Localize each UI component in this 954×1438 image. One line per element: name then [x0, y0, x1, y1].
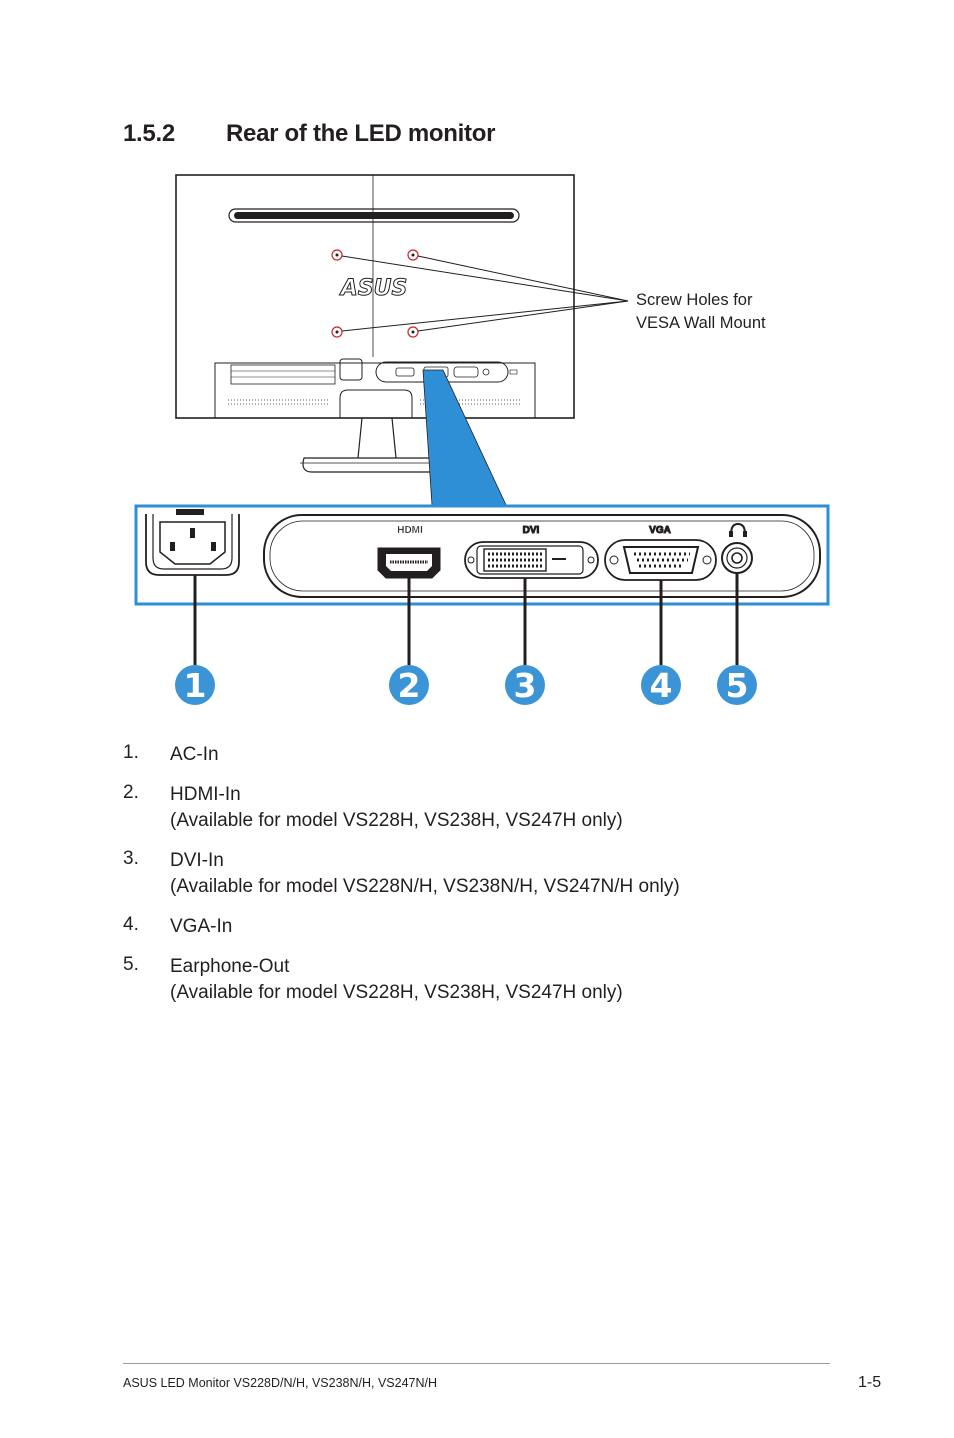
vga-label: VGA	[649, 525, 671, 536]
number-markers: 1 2 3 4 5	[175, 665, 757, 705]
hdmi-label: HDMI	[397, 525, 423, 536]
item-number: 2.	[123, 782, 139, 803]
page-number: 1-5	[858, 1374, 882, 1391]
monitor-rear-diagram: ASUS HDMI	[134, 174, 830, 705]
footer-divider	[123, 1363, 830, 1364]
item-label: HDMI-In	[170, 784, 241, 805]
marker-2-text: 2	[398, 666, 421, 705]
marker-1: 1	[175, 665, 215, 705]
dvi-label: DVI	[523, 525, 540, 536]
vga-port	[604, 539, 717, 581]
marker-4-text: 4	[650, 666, 673, 705]
list-item: 1. AC-In	[123, 742, 680, 768]
item-number: 4.	[123, 914, 139, 935]
marker-5-text: 5	[726, 666, 749, 705]
hdmi-port	[377, 547, 441, 579]
port-list: 1. AC-In 2. HDMI-In (Available for model…	[123, 742, 680, 1020]
marker-3-text: 3	[514, 666, 537, 705]
section-number: 1.5.2	[123, 120, 175, 147]
callout-leaders	[341, 255, 629, 332]
item-label: DVI-In	[170, 850, 224, 871]
list-item: 3. DVI-In (Available for model VS228N/H,…	[123, 848, 680, 900]
item-label: AC-In	[170, 744, 219, 765]
marker-leaders	[193, 573, 739, 665]
section-heading: 1.5.2 Rear of the LED monitor	[123, 120, 495, 148]
list-item: 5. Earphone-Out (Available for model VS2…	[123, 954, 680, 1006]
marker-3: 3	[505, 665, 545, 705]
zoom-projection	[422, 369, 507, 506]
list-item: 2. HDMI-In (Available for model VS228H, …	[123, 782, 680, 834]
section-title: Rear of the LED monitor	[226, 120, 496, 147]
item-label: Earphone-Out	[170, 956, 290, 977]
screw-holes	[331, 249, 419, 338]
item-note: (Available for model VS228N/H, VS238N/H,…	[170, 876, 680, 897]
headphone-icon	[729, 522, 747, 537]
marker-1-text: 1	[184, 666, 207, 705]
zoom-frame	[134, 504, 830, 606]
footer-title: ASUS LED Monitor VS228D/N/H, VS238N/H, V…	[123, 1376, 438, 1390]
item-number: 1.	[123, 742, 139, 763]
marker-5: 5	[717, 665, 757, 705]
marker-4: 4	[641, 665, 681, 705]
ac-inlet	[145, 509, 240, 576]
item-number: 5.	[123, 954, 139, 975]
item-label: VGA-In	[170, 916, 233, 937]
io-panel: HDMI DVI VGA	[263, 514, 821, 598]
monitor-back	[175, 174, 575, 473]
item-number: 3.	[123, 848, 139, 869]
vesa-callout: Screw Holes for VESA Wall Mount	[636, 291, 766, 332]
dvi-port	[464, 541, 599, 579]
item-note: (Available for model VS228H, VS238H, VS2…	[170, 810, 623, 831]
item-note: (Available for model VS228H, VS238H, VS2…	[170, 982, 623, 1003]
marker-2: 2	[389, 665, 429, 705]
asus-logo: ASUS	[339, 276, 408, 301]
list-item: 4. VGA-In	[123, 914, 680, 940]
